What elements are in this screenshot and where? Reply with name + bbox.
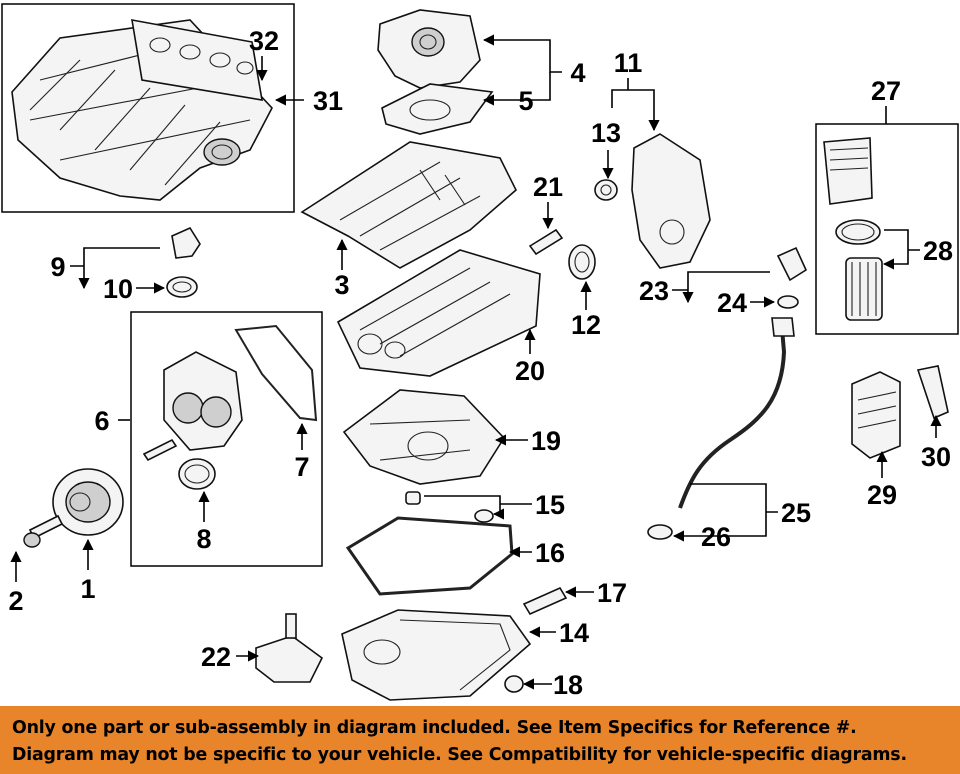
leader-4-5-join xyxy=(510,72,551,101)
cylinder-head-cover xyxy=(300,141,517,269)
callout-4: 4 xyxy=(570,58,585,88)
tube-seal xyxy=(647,524,673,540)
oil-filter-frame xyxy=(815,123,959,335)
callout-18: 18 xyxy=(553,670,583,700)
timing-cover-frame xyxy=(130,311,323,567)
dipstick-o-ring xyxy=(777,295,799,309)
leader-9 xyxy=(70,247,160,288)
drain-plug xyxy=(504,675,524,693)
callout-29: 29 xyxy=(867,480,897,510)
callout-7: 7 xyxy=(294,452,309,482)
callout-26: 26 xyxy=(701,522,731,552)
timing-case xyxy=(631,133,711,269)
oil-filter-cap xyxy=(823,137,873,205)
cylinder-head xyxy=(336,249,541,377)
cover-bolt xyxy=(142,438,178,462)
oil-pan xyxy=(341,609,532,701)
callout-13: 13 xyxy=(591,118,621,148)
manifold-gasket xyxy=(131,19,263,101)
callout-9: 9 xyxy=(50,252,65,282)
leader-11 xyxy=(611,78,654,130)
callout-27: 27 xyxy=(871,76,901,106)
bracket xyxy=(528,228,564,256)
oil-filter-element xyxy=(835,219,883,321)
callout-17: 17 xyxy=(597,578,627,608)
callout-28: 28 xyxy=(923,236,953,266)
timing-cover xyxy=(163,351,243,451)
oil-level-sensor xyxy=(522,586,568,616)
callout-10: 10 xyxy=(103,274,133,304)
callout-8: 8 xyxy=(196,524,211,554)
callout-5: 5 xyxy=(518,86,533,116)
callout-19: 19 xyxy=(531,426,561,456)
callout-3: 3 xyxy=(334,270,349,300)
o-ring xyxy=(178,458,216,490)
plug xyxy=(594,179,618,201)
disclaimer-line-1: Only one part or sub-assembly in diagram… xyxy=(12,718,857,738)
leader-15 xyxy=(424,495,532,514)
crankshaft-pulley xyxy=(52,468,124,536)
timing-cover-gasket xyxy=(234,324,318,422)
callout-21: 21 xyxy=(533,172,563,202)
callout-11: 11 xyxy=(614,48,643,78)
callout-23: 23 xyxy=(639,276,669,306)
callout-22: 22 xyxy=(201,642,231,672)
cap-seal xyxy=(166,276,198,298)
upper-cover xyxy=(377,9,481,89)
pulley-bolt xyxy=(23,514,64,548)
ladder-frame xyxy=(342,389,506,485)
cooler-gasket xyxy=(916,365,949,420)
parts-diagram: 32 31 4 5 11 13 27 28 21 3 9 10 12 23 24… xyxy=(1,3,959,701)
callout-32: 32 xyxy=(249,26,279,56)
leader-28 xyxy=(884,229,920,264)
callout-2: 2 xyxy=(8,586,23,616)
oil-cooler xyxy=(851,371,901,459)
leader-4 xyxy=(482,34,562,73)
callout-31: 31 xyxy=(313,86,343,116)
leader-25 xyxy=(674,483,778,536)
dipstick-cap xyxy=(776,246,808,282)
seal-ring xyxy=(568,244,596,280)
disclaimer-line-2: Diagram may not be specific to your vehi… xyxy=(12,745,907,765)
cover-gasket xyxy=(381,83,494,135)
callout-25: 25 xyxy=(781,498,811,528)
callout-14: 14 xyxy=(559,618,589,648)
callout-20: 20 xyxy=(515,356,545,386)
oil-pressure-sensor xyxy=(255,613,324,683)
filler-cap xyxy=(171,226,201,259)
callout-30: 30 xyxy=(921,442,951,472)
callout-12: 12 xyxy=(571,310,601,340)
callout-6: 6 xyxy=(94,406,109,436)
leader-23 xyxy=(672,271,770,302)
dipstick-tube xyxy=(678,317,795,509)
disclaimer-banner: Only one part or sub-assembly in diagram… xyxy=(0,706,960,774)
callout-15: 15 xyxy=(535,490,565,520)
callout-24: 24 xyxy=(717,288,747,318)
intake-manifold-frame xyxy=(1,3,295,213)
oil-pan-gasket xyxy=(345,516,514,596)
callout-16: 16 xyxy=(535,538,565,568)
callout-1: 1 xyxy=(80,574,95,604)
